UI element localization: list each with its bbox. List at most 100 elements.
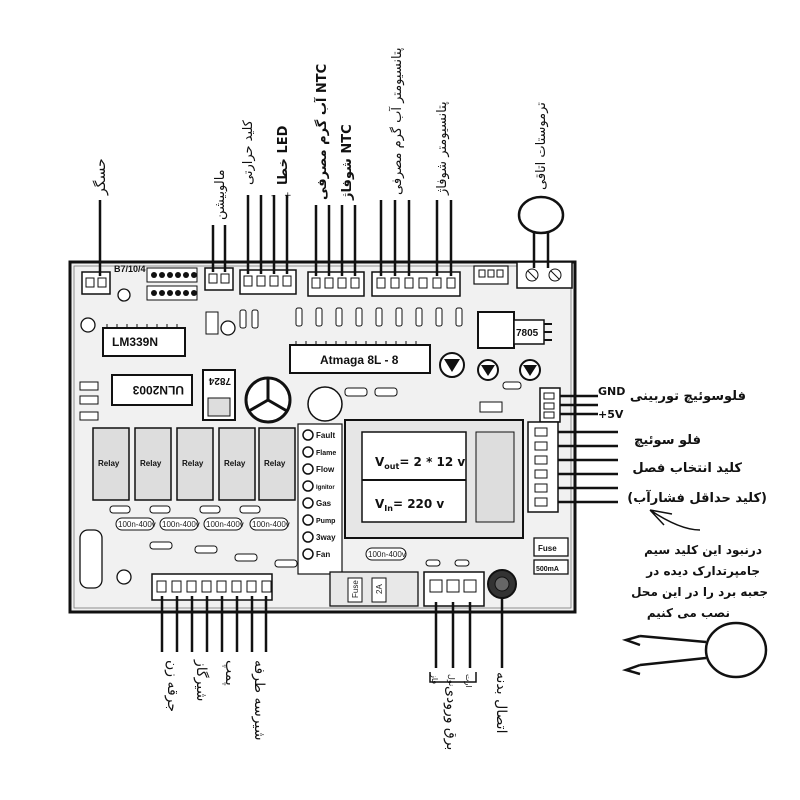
right-connector <box>527 421 618 513</box>
label-pump: پمپ <box>222 660 238 686</box>
label-error-led: خطا LED <box>276 125 291 185</box>
svg-text:Vout= 2 * 12 v: Vout= 2 * 12 v <box>375 455 465 471</box>
bottom-fuse: Fuse 2A <box>329 571 419 607</box>
modulation-connector <box>204 225 234 291</box>
trimmer <box>80 317 96 333</box>
label-hot-water-pot: پتانسیومتر آب گرم مصرفی <box>388 47 405 195</box>
status-led-column: Fault Flame Flow Ignitor Gas Pump 3way F… <box>297 423 343 575</box>
thermal-led-connector <box>239 195 297 295</box>
error-led-pin-plus: + <box>284 191 292 201</box>
label-flow-switch: فلو سوئیچ <box>634 433 701 448</box>
svg-text:100n-400v: 100n-400v <box>206 520 244 529</box>
relay-bank: Relay Relay Relay Relay Relay <box>92 427 296 501</box>
label-room-thermostat: ترموستات اتاقی <box>534 102 549 190</box>
label-body-connection: اتصال بدنه <box>493 672 509 733</box>
svg-text:Relay: Relay <box>140 459 162 468</box>
led-3way: 3way <box>316 533 336 542</box>
label-season-switch: کلید انتخاب فصل <box>632 461 742 476</box>
label-thermal-switch: کلید حرارتی <box>241 119 256 185</box>
svg-text:LM339N: LM339N <box>112 335 158 349</box>
jumper-wire-icon <box>621 621 768 679</box>
label-plus5v: +5V <box>598 408 624 421</box>
label-sensor: حسگر <box>92 158 109 196</box>
led-gas: Gas <box>316 499 332 508</box>
board-potentiometer <box>519 359 541 381</box>
svg-text:Fuse: Fuse <box>538 544 557 553</box>
svg-text:100n-400v: 100n-400v <box>368 550 406 559</box>
capacitor-row: 100n-400v 100n-400v 100n-400v 100n-400v … <box>115 517 407 561</box>
body-ground-screw <box>487 569 517 668</box>
ntc-connector <box>307 205 365 297</box>
led-fan: Fan <box>316 550 330 559</box>
led-flame: Flame <box>316 450 336 457</box>
label-min-pressure-switch: (کلید حداقل فشارآب) <box>627 489 767 506</box>
trimmer <box>116 569 132 585</box>
trimmer <box>220 320 236 336</box>
board-potentiometer <box>477 359 499 381</box>
fuse-holder: Fuse 500mA <box>533 537 569 575</box>
mcu-chip: Atmaga 8L - 8 <box>289 341 431 374</box>
board-potentiometer <box>439 352 465 378</box>
regulator-7824: 7824 <box>202 369 236 421</box>
fan-symbol <box>244 376 292 424</box>
jumper-note-line-1: درنبود این کلید سیم <box>644 543 762 558</box>
room-thermostat-connector <box>516 195 573 289</box>
svg-text:100n-400v: 100n-400v <box>252 520 290 529</box>
comparator-chip: LM339N <box>102 324 186 357</box>
relay <box>258 427 296 501</box>
pointer-arrow <box>649 509 701 531</box>
led-fault: Fault <box>316 431 335 440</box>
label-spark-igniter: جرقه زن <box>164 660 180 712</box>
label-gnd: GND <box>598 385 625 398</box>
svg-text:2A: 2A <box>375 584 384 594</box>
sensor-connector <box>81 200 111 295</box>
label-hot-water-ntc: آب گرم مصرفی NTC <box>313 64 330 200</box>
svg-text:500mA: 500mA <box>536 566 559 573</box>
turbine-flow-connector <box>539 387 598 423</box>
svg-text:Relay: Relay <box>224 459 246 468</box>
error-led-pin-minus: - <box>271 191 274 201</box>
electrolytic-capacitor <box>307 386 343 422</box>
jumper-note-line-3: جعبه برد را در این محل <box>631 585 768 599</box>
label-power-input: برق ورودی <box>443 686 459 750</box>
svg-text:Relay: Relay <box>182 459 204 468</box>
power-input-connector <box>423 571 485 683</box>
svg-text:Relay: Relay <box>98 459 120 468</box>
relay <box>176 427 214 501</box>
output-connector <box>151 573 273 652</box>
label-boiler-ntc: شوفاژ NTC <box>340 124 355 201</box>
led-flow: Flow <box>316 465 335 474</box>
potentiometer-connector <box>371 200 461 297</box>
svg-text:VIn= 220 v: VIn= 220 v <box>375 497 444 513</box>
svg-text:7824: 7824 <box>208 375 231 386</box>
jumper-note-line-4: نصب می کنیم <box>647 606 730 620</box>
left-capacitor <box>79 529 103 589</box>
driver-chip: ULN2003 <box>111 374 193 406</box>
board-inner-edge <box>73 265 572 609</box>
relay <box>134 427 172 501</box>
svg-text:Atmaga 8L - 8: Atmaga 8L - 8 <box>320 353 399 367</box>
led-pump: Pump <box>316 518 335 525</box>
jumper-note-line-2: جامپرتدارک دیده در <box>645 564 760 578</box>
label-turbine-flow-switch: فلوسوئیچ توربینی <box>630 389 746 404</box>
svg-text:Fuse: Fuse <box>351 580 360 598</box>
power-pin-neutral: نول <box>447 674 456 686</box>
svg-text:ULN2003: ULN2003 <box>132 383 184 397</box>
led-ignitor: Ignitor <box>316 485 335 491</box>
svg-text:100n-400v: 100n-400v <box>118 520 156 529</box>
trimmer <box>117 288 131 302</box>
relay <box>218 427 256 501</box>
relay <box>92 427 130 501</box>
power-pin-phase: فاز <box>430 673 439 684</box>
power-pin-earth: ارت <box>464 674 473 688</box>
resistor-array <box>79 307 522 421</box>
svg-text:7805: 7805 <box>516 328 539 339</box>
jumper-row <box>146 267 198 301</box>
transformer: Vout= 2 * 12 v VIn= 220 v <box>344 419 524 539</box>
label-three-way-valve: شیرسه طرفه <box>251 660 267 740</box>
label-boiler-pot: پتانسیومتر شوفاژ <box>435 101 450 196</box>
svg-text:Relay: Relay <box>264 459 286 468</box>
regulator-7805: 7805 <box>477 311 552 349</box>
label-gas-valve: شیرگاز <box>193 659 210 701</box>
